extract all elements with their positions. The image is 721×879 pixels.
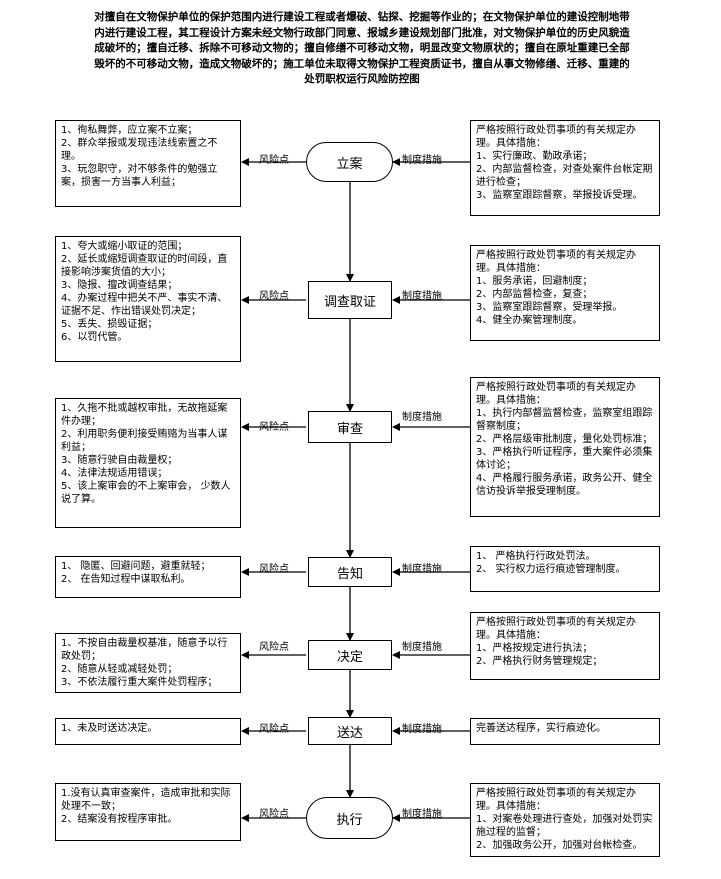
measure-box-jue-ding: 严格按照行政处罚事项的有关规定办理。具体措施： 1、严格按规定进行执法； 2、严… (470, 612, 660, 680)
risk-box-song-da: 1、未及时送达决定。 (55, 718, 241, 745)
measure-label-diao-cha: 制度措施 (402, 291, 442, 302)
risk-box-li-an: 1、徇私舞弊，应立案不立案； 2、群众举报或发现违法线索置之不理。 3、玩忽职守… (55, 120, 241, 207)
step-song-da: 送达 (308, 717, 392, 745)
measure-label-shen-cha: 制度措施 (402, 412, 442, 423)
page-title: 对擅自在文物保护单位的保护范围内进行建设工程或者爆破、钻探、挖掘等作业的；在文物… (94, 11, 630, 85)
measure-label-jue-ding: 制度措施 (402, 642, 442, 653)
risk-box-gao-zhi: 1、 隐匿、回避问题，避重就轻； 2、 在告知过程中谋取私利。 (55, 556, 241, 598)
step-jue-ding: 决定 (308, 640, 392, 670)
measure-box-zhi-xing: 严格按照行政处罚事项的有关规定办理。具体措施： 1、对案卷处理进行查处，加强对处… (470, 783, 660, 857)
measure-label-li-an: 制度措施 (402, 155, 442, 166)
measure-box-diao-cha: 严格按照行政处罚事项的有关规定办理。具体措施： 1、服务承诺，回避制度； 2、内… (470, 245, 660, 341)
step-diao-cha-qu-zheng: 调查取证 (308, 281, 392, 319)
measure-box-shen-cha: 严格按照行政处罚事项的有关规定办理。具体措施： 1、执行内部督监督检查，监察室组… (470, 377, 660, 517)
measure-label-zhi-xing: 制度措施 (402, 809, 442, 820)
measure-box-gao-zhi: 1、 严格执行行政处罚法。 2、 实行权力运行痕迹管理制度。 (470, 546, 660, 592)
risk-label-song-da: 风险点 (259, 724, 289, 735)
measure-box-song-da: 完善送达程序，实行痕迹化。 (470, 718, 660, 745)
risk-label-li-an: 风险点 (259, 155, 289, 166)
step-shen-cha: 审查 (308, 411, 392, 443)
step-gao-zhi: 告知 (308, 557, 392, 587)
risk-label-zhi-xing: 风险点 (259, 809, 289, 820)
measure-label-gao-zhi: 制度措施 (402, 564, 442, 575)
step-zhi-xing: 执行 (306, 797, 393, 839)
measure-box-li-an: 严格按照行政处罚事项的有关规定办理。具体措施： 1、实行廉政、勤政承诺； 2、内… (470, 120, 660, 216)
risk-label-jue-ding: 风险点 (259, 642, 289, 653)
step-li-an: 立案 (306, 142, 393, 182)
risk-box-zhi-xing: 1.没有认真审查案件，造成审批和实际处理不一致； 2、结案没有按程序审批。 (55, 783, 241, 841)
risk-label-diao-cha: 风险点 (259, 291, 289, 302)
risk-label-gao-zhi: 风险点 (259, 564, 289, 575)
measure-label-song-da: 制度措施 (402, 724, 442, 735)
risk-box-jue-ding: 1、不按自由裁量权基准，随意予以行政处罚； 2、随意从轻或减轻处罚； 3、不依法… (55, 633, 241, 693)
risk-box-shen-cha: 1、久拖不批或越权审批，无故拖延案件办理； 2、利用职务便利接受贿赂为当事人谋利… (55, 398, 241, 528)
risk-label-shen-cha: 风险点 (259, 422, 289, 433)
risk-box-diao-cha: 1、夸大或缩小取证的范围； 2、延长或缩短调查取证的时间段，直接影响涉案货值的大… (55, 236, 241, 362)
